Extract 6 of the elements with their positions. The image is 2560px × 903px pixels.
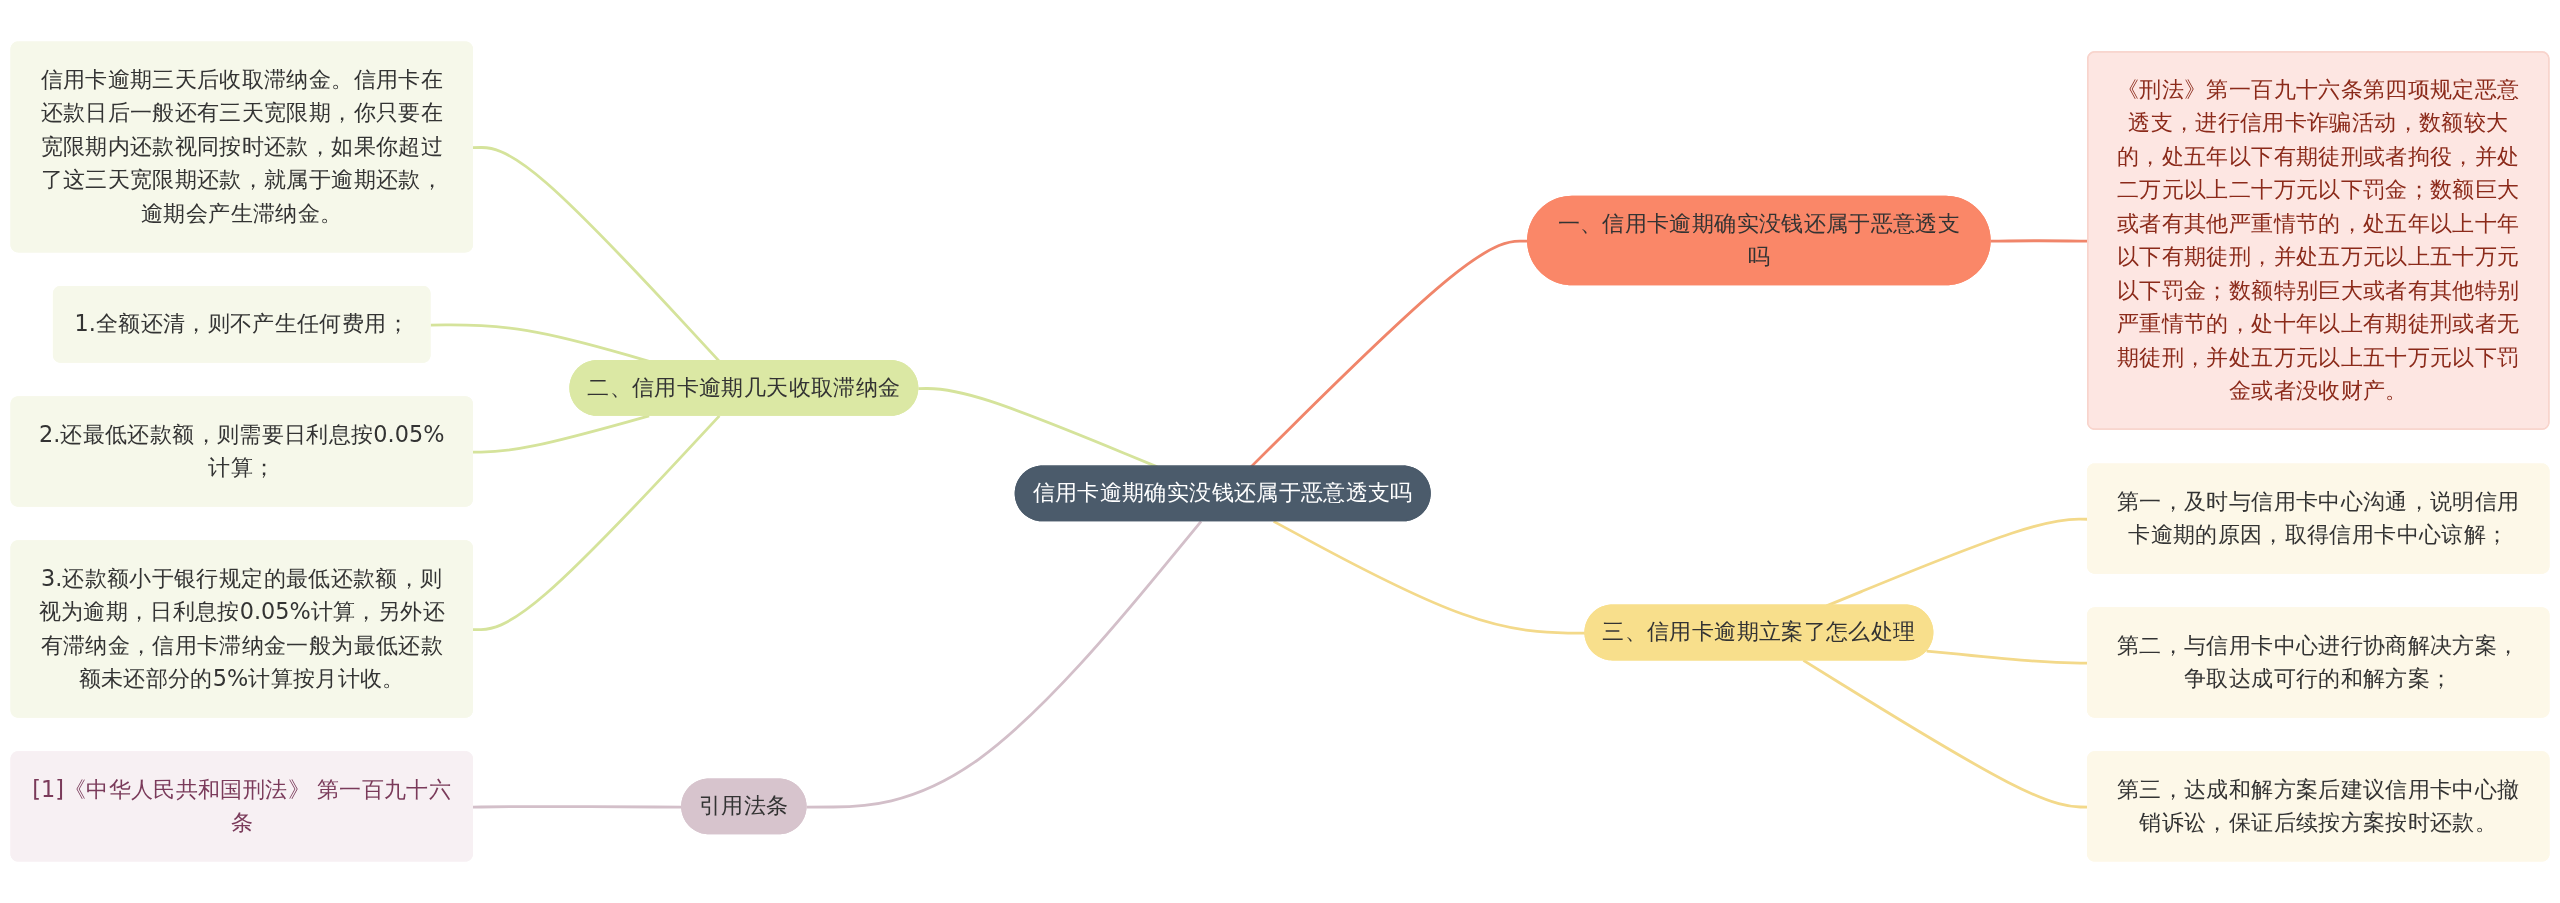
connector [1272,520,1586,635]
connector [472,414,650,454]
connector [472,414,721,632]
connector [472,805,683,809]
connector [1250,239,1529,468]
connector [806,520,1203,809]
